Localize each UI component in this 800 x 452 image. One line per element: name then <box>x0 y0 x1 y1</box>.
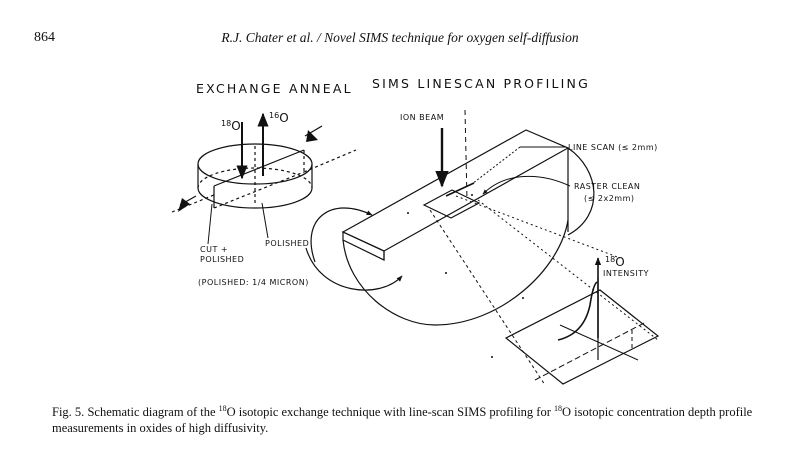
heading-exchange-anneal: EXCHANGE ANNEAL <box>196 81 353 96</box>
profile-plane <box>504 289 660 385</box>
figure-caption: Fig. 5. Schematic diagram of the 18O iso… <box>52 403 753 435</box>
label-polished-note: (POLISHED: 1/4 MICRON) <box>198 278 309 287</box>
transfer-arrow <box>310 207 373 263</box>
schematic-figure: EXCHANGE ANNEAL SIMS LINESCAN PROFILING … <box>171 76 660 386</box>
label-raster-clean: RASTER CLEAN <box>574 182 640 191</box>
raster-clean-area <box>422 189 481 219</box>
page-number: 864 <box>34 30 55 45</box>
half-cylinder-sample <box>341 129 595 326</box>
cut-pointer-left-icon <box>178 198 190 212</box>
label-intensity: INTENSITY <box>603 269 649 278</box>
label-ion-beam: ION BEAM <box>400 113 444 122</box>
label-o16: 16O <box>269 111 289 125</box>
line-scan-track <box>445 182 475 197</box>
heading-sims-linescan: SIMS LINESCAN PROFILING <box>372 76 590 91</box>
label-o18-intensity: 18O <box>605 255 625 269</box>
caption-label: Fig. 5. <box>52 405 85 419</box>
label-cut-polished-1: CUT + <box>200 245 228 254</box>
label-o18: 18O <box>221 119 241 133</box>
running-header: R.J. Chater et al. / Novel SIMS techniqu… <box>221 30 579 45</box>
intensity-profile-curve <box>557 281 598 341</box>
label-cut-polished-2: POLISHED <box>200 255 244 264</box>
label-polished: POLISHED <box>265 239 309 248</box>
label-line-scan: LINE SCAN (≤ 2mm) <box>568 143 658 152</box>
label-raster-size: (≤ 2x2mm) <box>584 194 635 203</box>
